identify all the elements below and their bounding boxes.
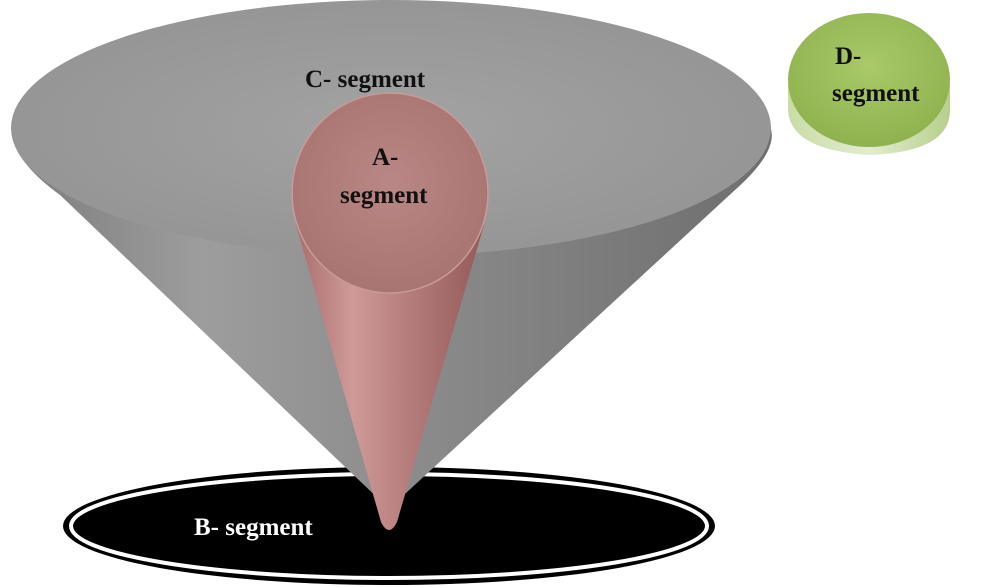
d-segment-label-line1: D- xyxy=(835,43,862,70)
d-segment-disc xyxy=(788,13,951,155)
a-segment-label-line1: A- xyxy=(372,144,399,171)
a-segment-cone xyxy=(291,92,489,530)
c-segment-label: C- segment xyxy=(305,66,426,93)
d-segment-label-line2: segment xyxy=(832,80,920,107)
a-segment-label-line2: segment xyxy=(340,182,428,209)
b-segment-label: B- segment xyxy=(194,514,313,541)
